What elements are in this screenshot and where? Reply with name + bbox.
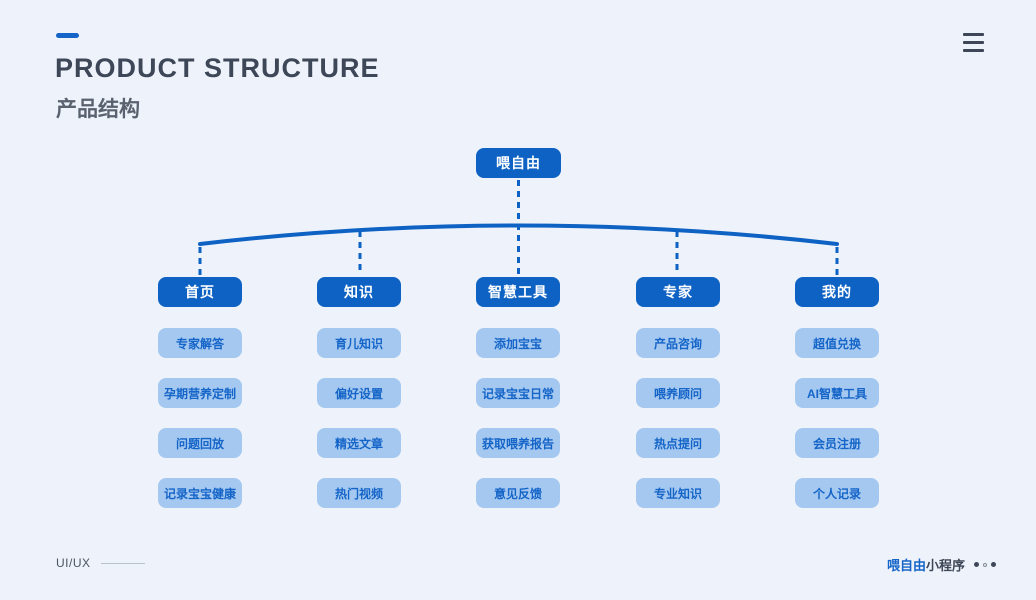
item-node[interactable]: 个人记录 xyxy=(795,478,879,508)
footer-left-label: UI/UX xyxy=(56,556,91,570)
category-node[interactable]: 知识 xyxy=(317,277,401,307)
footer-right: 喂自由小程序 xyxy=(887,555,996,574)
title-accent-dash xyxy=(56,33,79,38)
item-node[interactable]: 超值兑换 xyxy=(795,328,879,358)
pagination-dot xyxy=(991,562,996,567)
item-node[interactable]: 产品咨询 xyxy=(636,328,720,358)
item-node[interactable]: 孕期营养定制 xyxy=(158,378,242,408)
category-node[interactable]: 专家 xyxy=(636,277,720,307)
page-title: PRODUCT STRUCTURE xyxy=(55,53,380,83)
item-node[interactable]: 添加宝宝 xyxy=(476,328,560,358)
root-node[interactable]: 喂自由 xyxy=(476,148,561,178)
pagination-dot xyxy=(983,562,987,567)
category-node[interactable]: 智慧工具 xyxy=(476,277,560,307)
column-knowledge: 知识 育儿知识 偏好设置 精选文章 热门视频 xyxy=(317,277,401,528)
item-node[interactable]: 偏好设置 xyxy=(317,378,401,408)
item-node[interactable]: 专业知识 xyxy=(636,478,720,508)
footer-brand-suffix: 小程序 xyxy=(925,558,965,573)
item-node[interactable]: 记录宝宝健康 xyxy=(158,478,242,508)
category-node[interactable]: 我的 xyxy=(795,277,879,307)
item-node[interactable]: 会员注册 xyxy=(795,428,879,458)
hamburger-menu-icon[interactable] xyxy=(963,33,984,52)
item-node[interactable]: 获取喂养报告 xyxy=(476,428,560,458)
category-node[interactable]: 首页 xyxy=(158,277,242,307)
footer-brand-name: 喂自由 xyxy=(886,558,926,573)
pagination-dot xyxy=(974,562,979,567)
footer-left: UI/UX xyxy=(56,556,145,570)
item-node[interactable]: 热点提问 xyxy=(636,428,720,458)
item-node[interactable]: 精选文章 xyxy=(317,428,401,458)
item-node[interactable]: 喂养顾问 xyxy=(636,378,720,408)
item-node[interactable]: 问题回放 xyxy=(158,428,242,458)
column-mine: 我的 超值兑换 AI智慧工具 会员注册 个人记录 xyxy=(795,277,879,528)
footer-divider-line xyxy=(100,562,145,564)
column-smart-tools: 智慧工具 添加宝宝 记录宝宝日常 获取喂养报告 意见反馈 xyxy=(476,277,560,528)
footer-brand-text: 喂自由小程序 xyxy=(887,555,965,574)
item-node[interactable]: 记录宝宝日常 xyxy=(476,378,560,408)
item-node[interactable]: 热门视频 xyxy=(317,478,401,508)
item-node[interactable]: 专家解答 xyxy=(158,328,242,358)
pagination-dots xyxy=(974,562,996,567)
item-node[interactable]: AI智慧工具 xyxy=(795,378,879,408)
item-node[interactable]: 育儿知识 xyxy=(317,328,401,358)
page-subtitle: 产品结构 xyxy=(56,98,140,121)
item-node[interactable]: 意见反馈 xyxy=(476,478,560,508)
column-home: 首页 专家解答 孕期营养定制 问题回放 记录宝宝健康 xyxy=(158,277,242,528)
column-experts: 专家 产品咨询 喂养顾问 热点提问 专业知识 xyxy=(636,277,720,528)
